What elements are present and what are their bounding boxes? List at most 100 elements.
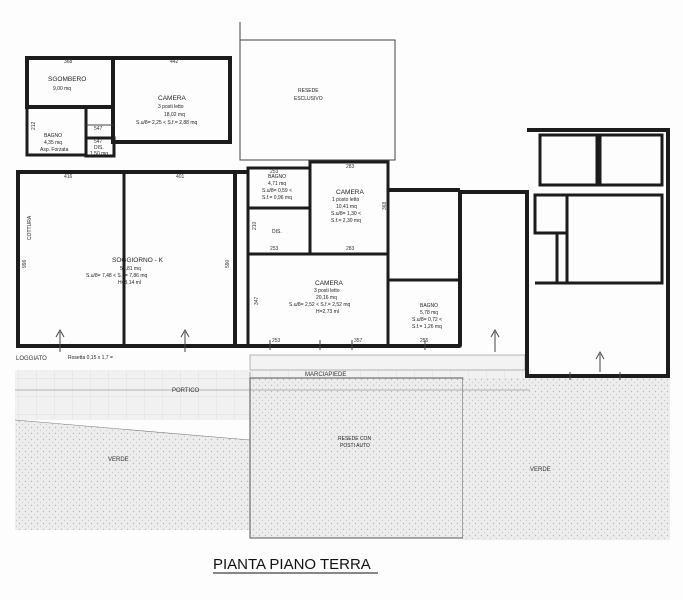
- room-note: Asp. Forzata: [40, 147, 69, 153]
- room-area: 20,16 mq: [316, 295, 337, 301]
- verde-left-area: [15, 420, 250, 530]
- dimension-label: 347: [254, 296, 260, 305]
- wall-soggiorno: [16, 170, 237, 348]
- room-dis-c: DIS.: [272, 229, 282, 235]
- room-name: SOGGIORNO - K: [112, 257, 164, 264]
- room-ratio-2: S.f.= 1,26 mq: [412, 324, 442, 330]
- dimension-label: 590: [225, 259, 231, 268]
- room-name: BAGNO: [268, 174, 286, 180]
- room-beds: 1 posto letto: [332, 197, 359, 203]
- dimension-label: 547: [94, 139, 103, 145]
- room-ratio: S.u/8= 2,25 < S.f.= 2,88 mq: [136, 120, 198, 126]
- dimension-label: 283: [346, 246, 355, 252]
- dimension-label: 996: [22, 259, 28, 268]
- room-area: 5,78 mq: [420, 310, 438, 316]
- room-ratio-1: S.u/8= 0,72 <: [412, 317, 442, 323]
- dimension-label: 416: [64, 174, 73, 180]
- wall-bagno-nw: [25, 105, 88, 157]
- entrance-arrows: [55, 328, 605, 372]
- wall-east-block: [462, 128, 670, 378]
- room-label-1: RESEDE: [298, 88, 319, 94]
- room-area: 18,02 mq: [164, 112, 185, 118]
- dimension-label: 442: [170, 59, 179, 65]
- room-bagno-s: BAGNO 5,78 mq S.u/8= 0,72 < S.f.= 1,26 m…: [412, 303, 442, 330]
- room-name: DIS.: [272, 229, 282, 235]
- zone-rosetta: Rosetta 0,15 x 1,7 =: [68, 355, 113, 361]
- verde-right-area: [463, 375, 670, 540]
- arrow-up-icon: [55, 328, 65, 352]
- room-cottura: COTTURA: [27, 215, 33, 240]
- room-height: H=2,73 ml: [316, 309, 339, 315]
- room-ratio-2: S.f.= 0,96 mq: [262, 195, 292, 201]
- room-area: 58,81 mq: [120, 266, 141, 272]
- room-sgombero: SGOMBERO 9,00 mq: [48, 76, 86, 92]
- room-name: CAMERA: [315, 280, 343, 287]
- room-area: 4,71 mq: [268, 181, 286, 187]
- building-walls: [16, 56, 670, 378]
- arrow-up-icon: [180, 328, 190, 352]
- room-name: DIS.: [94, 145, 104, 151]
- dimension-label: 212: [31, 121, 37, 130]
- plan-title: PIANTA PIANO TERRA: [213, 556, 371, 573]
- zone-resede-posti-2: POSTI AUTO: [340, 443, 370, 449]
- room-camera-s: CAMERA 3 posti letto 20,16 mq S.u/8= 2,5…: [289, 280, 351, 315]
- dimension-label: 547: [94, 126, 103, 132]
- room-resede-esclusivo: RESEDE ESCLUSIVO: [294, 88, 323, 102]
- dimension-label: 253: [270, 246, 279, 252]
- resede-posti-auto-area: [249, 377, 464, 539]
- room-area: 4,35 mq: [44, 140, 62, 146]
- room-ratio: S.u/8= 7,48 < S.f.= 7,86 mq: [86, 273, 148, 279]
- wall-east-room-d: [565, 193, 664, 285]
- room-ratio-1: S.u/8= 1,30 <: [331, 211, 361, 217]
- zone-verde-left: VERDE: [108, 457, 129, 463]
- room-area: 1,50 mq: [90, 151, 108, 157]
- room-height: H=3,14 ml: [118, 280, 141, 286]
- dimension-label: 368: [64, 59, 73, 65]
- room-name: SGOMBERO: [48, 76, 86, 83]
- room-bagno-nw: BAGNO 4,35 mq Asp. Forzata: [40, 133, 69, 153]
- resede-esclusivo-boundary: [239, 22, 396, 161]
- room-beds: 3 posti letto: [158, 104, 184, 110]
- zone-loggiato: LOGGIATO: [16, 356, 47, 362]
- zone-verde-right: VERDE: [530, 467, 551, 473]
- outdoor-areas: [14, 354, 670, 540]
- arrow-up-icon: [490, 328, 500, 352]
- room-area: 9,00 mq: [53, 86, 71, 92]
- wall-east-room-a: [538, 133, 599, 187]
- wall-east-room-b: [598, 133, 664, 187]
- zone-resede-posti-1: RESEDE CON: [338, 436, 371, 442]
- wall-dis-nw: [84, 136, 116, 158]
- dimension-label: 210: [252, 221, 258, 230]
- room-ratio-2: S.f.= 2,30 mq: [331, 218, 361, 224]
- room-bagno-c: BAGNO 4,71 mq S.u/8= 0,59 < S.f.= 0,96 m…: [262, 174, 292, 201]
- dimension-label: 253: [270, 169, 279, 175]
- room-name: CAMERA: [336, 189, 364, 196]
- arrow-up-icon: [595, 350, 605, 372]
- room-area: 10,41 mq: [336, 204, 357, 210]
- room-name: CAMERA: [158, 95, 186, 102]
- dimension-labels: 368 442 416 401 547 547 212 253 283 253 …: [22, 59, 429, 344]
- room-name: COTTURA: [27, 215, 33, 240]
- room-dis-nw: DIS. 1,50 mq: [90, 145, 108, 157]
- dimension-label: 357: [354, 338, 363, 344]
- room-label-2: ESCLUSIVO: [294, 96, 323, 102]
- room-name: BAGNO: [420, 303, 438, 309]
- zone-labels: LOGGIATO Rosetta 0,15 x 1,7 = PORTICO MA…: [16, 355, 551, 473]
- dimension-label: 401: [176, 174, 185, 180]
- wall-camera-nw: [111, 56, 232, 144]
- zone-marciapiede: MARCIAPIEDE: [305, 372, 346, 378]
- room-ratio-1: S.u/8= 0,59 <: [262, 188, 292, 194]
- dimension-label: 255: [420, 338, 429, 344]
- room-name: BAGNO: [44, 133, 62, 139]
- room-ratio: S.u/8= 2,52 < S.f.= 2,52 mq: [289, 302, 351, 308]
- marciapiede-strip: [249, 354, 526, 371]
- dimension-label: 253: [272, 338, 281, 344]
- dimension-label: 368: [382, 201, 388, 210]
- zone-portico: PORTICO: [172, 388, 200, 394]
- room-beds: 3 posti letto: [314, 288, 340, 294]
- dimension-label: 283: [346, 164, 355, 170]
- room-soggiorno: SOGGIORNO - K 58,81 mq S.u/8= 7,48 < S.f…: [86, 257, 164, 286]
- room-camera-c: CAMERA 1 posto letto 10,41 mq S.u/8= 1,3…: [331, 189, 364, 224]
- room-camera-nw: CAMERA 3 posti letto 18,02 mq S.u/8= 2,2…: [136, 95, 198, 126]
